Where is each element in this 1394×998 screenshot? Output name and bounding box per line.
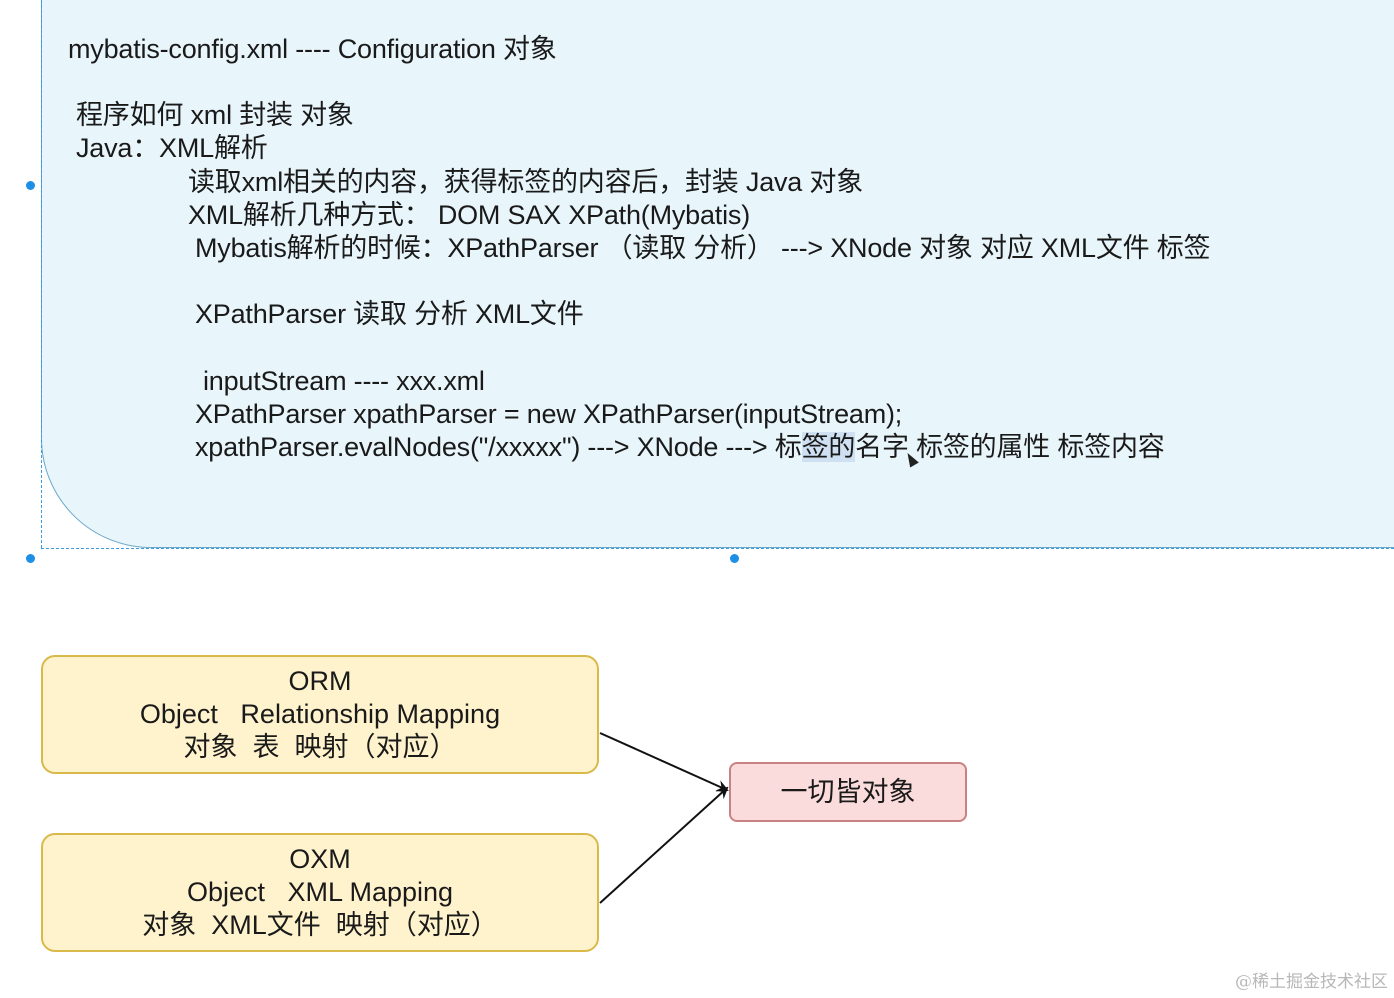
orm-box[interactable]: ORM Object Relationship Mapping 对象 表 映射（…: [41, 655, 599, 774]
note-line-xpathparser: XPathParser 读取 分析 XML文件: [195, 299, 584, 329]
watermark: @稀土掘金技术社区: [1235, 972, 1388, 992]
arrow-oxm-to-target: [599, 786, 729, 904]
orm-title: ORM: [288, 666, 352, 696]
note-line-inputstream: inputStream ---- xxx.xml: [203, 366, 485, 396]
note-line-java: Java：XML解析: [76, 133, 268, 163]
selection-border-left: [41, 0, 42, 548]
selection-border-bottom: [41, 548, 1394, 549]
resize-handle-left[interactable]: [26, 181, 35, 190]
resize-handle-bottom-left[interactable]: [26, 554, 35, 563]
oxm-title: OXM: [289, 844, 351, 874]
note-line-question: 程序如何 xml 封装 对象: [76, 100, 354, 130]
oxm-box[interactable]: OXM Object XML Mapping 对象 XML文件 映射（对应）: [41, 833, 599, 952]
note-line-mybatis: Mybatis解析的时候：XPathParser （读取 分析） ---> XN…: [195, 233, 1211, 263]
arrow-orm-to-target: [599, 732, 729, 792]
target-label: 一切皆对象: [780, 776, 916, 807]
note-line-methods: XML解析几种方式： DOM SAX XPath(Mybatis): [188, 200, 750, 230]
note-line-config: mybatis-config.xml ---- Configuration 对象: [68, 34, 557, 64]
note-box[interactable]: [41, 0, 1394, 548]
evalnodes-text-after: 名字 标签的属性 标签内容: [855, 432, 1165, 462]
text-selection-highlight: 签的: [801, 432, 856, 462]
orm-line3: 对象 表 映射（对应）: [183, 732, 457, 762]
note-line-read: 读取xml相关的内容，获得标签的内容后，封装 Java 对象: [188, 167, 864, 197]
oxm-line3: 对象 XML文件 映射（对应）: [142, 910, 498, 940]
target-box[interactable]: 一切皆对象: [729, 762, 967, 822]
note-line-new-parser: XPathParser xpathParser = new XPathParse…: [195, 399, 903, 429]
oxm-line2: Object XML Mapping: [186, 877, 454, 907]
evalnodes-text-before: xpathParser.evalNodes("/xxxxx") ---> XNo…: [195, 432, 802, 462]
note-line-evalnodes: xpathParser.evalNodes("/xxxxx") ---> XNo…: [195, 431, 1165, 463]
resize-handle-bottom[interactable]: [730, 554, 739, 563]
orm-line2: Object Relationship Mapping: [139, 699, 501, 729]
